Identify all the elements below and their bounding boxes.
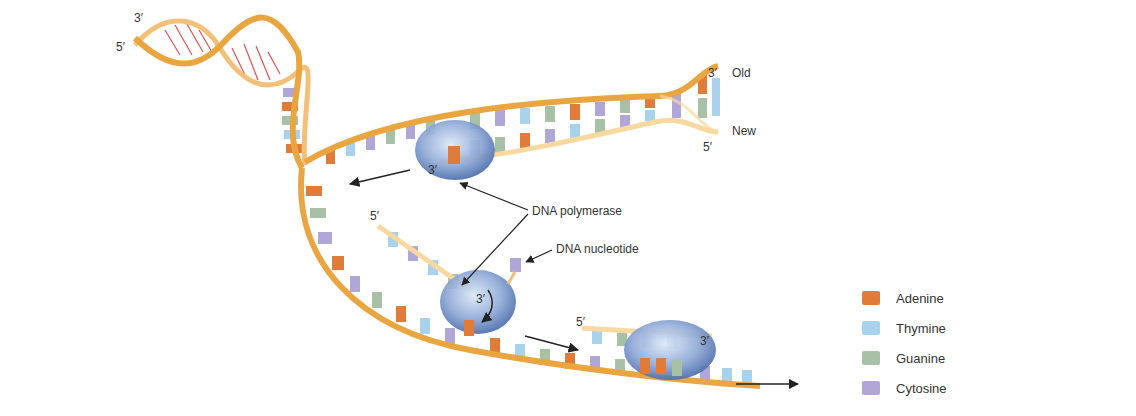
base: [495, 110, 505, 126]
leader-arrow: [462, 214, 528, 285]
base: [372, 292, 382, 308]
dna-polymerase: [415, 120, 495, 180]
strand-end-label: 3′: [476, 292, 485, 306]
strand-backbone: [135, 18, 302, 168]
base: [640, 358, 650, 374]
base: [672, 360, 682, 376]
legend-text: Cytosine: [896, 381, 947, 396]
strand-end-label: 5′: [370, 209, 379, 223]
hatch: [165, 30, 180, 55]
base: [448, 146, 460, 164]
legend-text: Adenine: [896, 291, 944, 306]
base: [592, 330, 602, 344]
dna-polymerase: [624, 320, 716, 380]
legend-swatch: [862, 291, 880, 305]
base: [698, 98, 707, 118]
old-strand-backbone: [301, 168, 760, 386]
base: [350, 276, 360, 292]
base: [545, 106, 555, 122]
strand-label: New: [732, 124, 756, 138]
base: [520, 108, 530, 124]
parent-helix: [135, 18, 308, 168]
strand-end-label: 3′: [700, 334, 709, 348]
legend-text: Thymine: [896, 321, 946, 336]
legend-entry: Guanine: [862, 348, 945, 368]
hatch: [256, 46, 270, 80]
base: [420, 318, 430, 334]
molecule-label: DNA nucleotide: [556, 242, 639, 256]
legend-entry: Cytosine: [862, 378, 947, 398]
hatch: [175, 25, 192, 55]
legend-swatch: [862, 351, 880, 365]
base: [464, 320, 474, 336]
direction-arrow: [736, 383, 798, 385]
base: [318, 232, 332, 244]
old-strand-backbone: [305, 66, 718, 162]
base: [396, 306, 406, 322]
dna-nucleotide: [510, 258, 521, 272]
legend-entry: Thymine: [862, 318, 946, 338]
strand-end-label: 3′: [134, 11, 143, 25]
hatch: [244, 44, 258, 80]
base: [306, 186, 322, 196]
leading-branch: [305, 66, 720, 164]
base: [645, 110, 655, 121]
strand-label: Old: [732, 66, 751, 80]
base: [656, 358, 666, 374]
lagging-template: [301, 168, 760, 386]
strand-end-label: 3′: [428, 163, 437, 177]
hatch: [268, 52, 280, 74]
leader-arrow: [526, 250, 552, 262]
base: [595, 102, 605, 116]
direction-arrow: [525, 336, 578, 350]
base: [332, 256, 344, 270]
base: [310, 208, 326, 218]
base: [570, 104, 580, 120]
strand-twist: [660, 96, 718, 132]
legend-swatch: [862, 381, 880, 395]
base: [712, 78, 720, 116]
nucleotide-backbone: [508, 272, 515, 284]
strand-end-label: 5′: [116, 40, 125, 54]
strand-end-label: 3′: [708, 66, 717, 80]
leader-arrow: [460, 183, 528, 210]
legend-text: Guanine: [896, 351, 945, 366]
base: [620, 100, 630, 113]
enzyme-label: DNA polymerase: [532, 204, 622, 218]
legend-swatch: [862, 321, 880, 335]
direction-arrow: [350, 170, 410, 184]
base: [445, 328, 455, 344]
strand-end-label: 5′: [576, 315, 585, 329]
legend-entry: Adenine: [862, 288, 944, 308]
strand-end-label: 5′: [703, 140, 712, 154]
dna-polymerase: [440, 270, 516, 334]
